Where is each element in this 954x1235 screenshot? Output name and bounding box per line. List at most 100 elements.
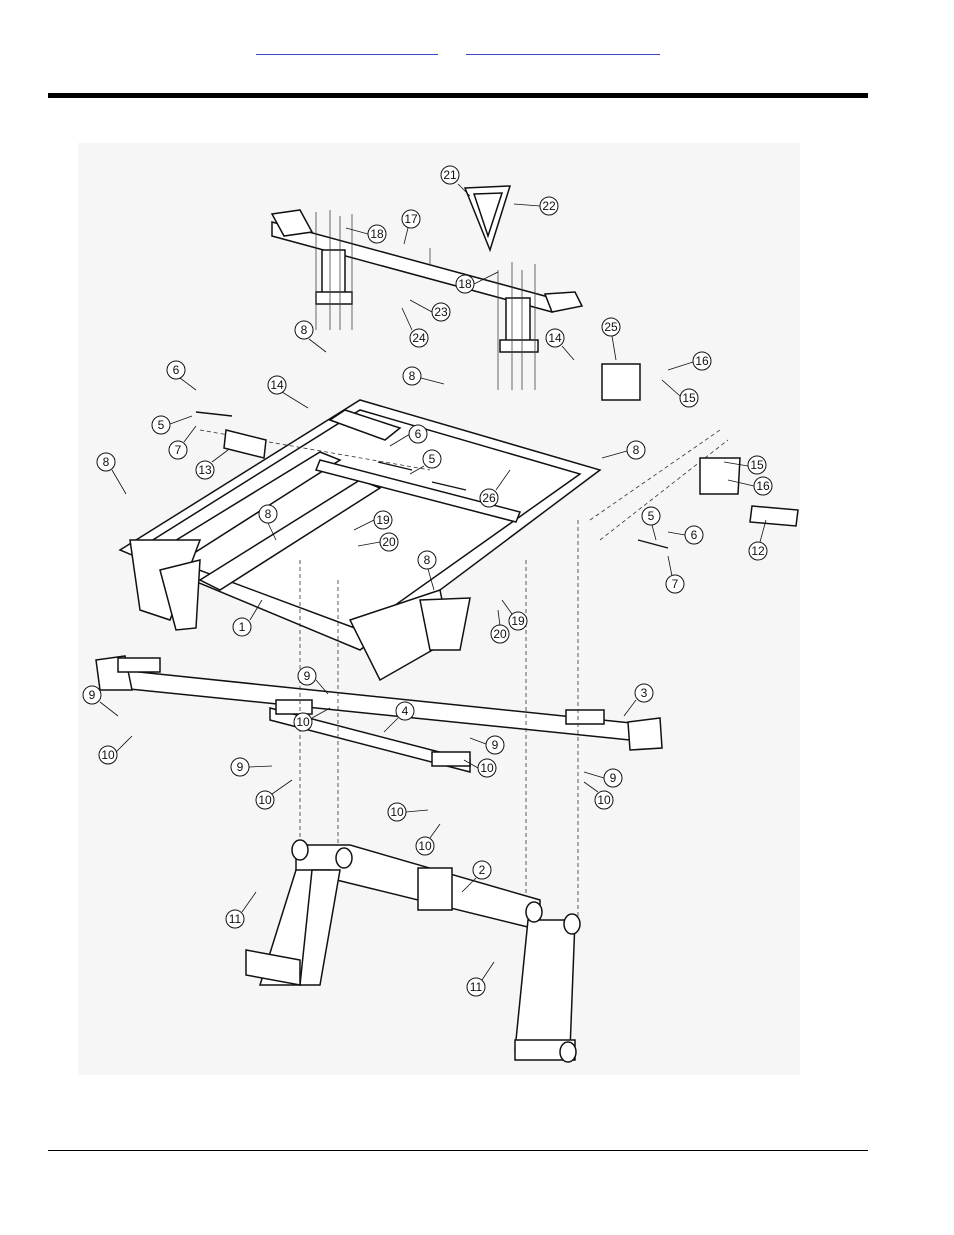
callout-24: 24 <box>401 307 429 348</box>
svg-text:9: 9 <box>304 669 311 683</box>
svg-text:4: 4 <box>402 704 409 718</box>
svg-text:10: 10 <box>418 839 432 853</box>
svg-text:24: 24 <box>412 331 426 345</box>
header-link-1[interactable] <box>256 40 438 55</box>
svg-text:5: 5 <box>648 509 655 523</box>
callout-9e: 9 <box>583 768 623 788</box>
svg-text:14: 14 <box>548 331 562 345</box>
svg-text:19: 19 <box>376 513 390 527</box>
svg-text:2: 2 <box>479 863 486 877</box>
callout-10e: 10 <box>583 781 614 810</box>
callout-15a: 15 <box>661 379 699 408</box>
callout-15b: 15 <box>723 455 767 475</box>
callout-18a: 18 <box>345 224 387 244</box>
svg-text:8: 8 <box>103 455 110 469</box>
callout-11b: 11 <box>466 961 495 997</box>
callout-25: 25 <box>601 317 621 361</box>
svg-text:9: 9 <box>610 771 617 785</box>
callout-9c: 9 <box>469 735 505 755</box>
bottom-rule <box>48 1150 868 1151</box>
svg-text:14: 14 <box>270 378 284 392</box>
callout-8f: 8 <box>417 550 437 591</box>
svg-text:8: 8 <box>424 553 431 567</box>
callout-14a: 14 <box>545 328 575 361</box>
side-brackets <box>195 363 799 549</box>
svg-text:10: 10 <box>597 793 611 807</box>
svg-text:6: 6 <box>415 427 422 441</box>
svg-text:25: 25 <box>604 320 618 334</box>
callout-7a: 7 <box>168 425 197 460</box>
svg-text:8: 8 <box>301 323 308 337</box>
callout-5c: 5 <box>641 506 661 541</box>
callout-21: 21 <box>440 165 471 197</box>
svg-text:5: 5 <box>158 418 165 432</box>
callout-8c: 8 <box>601 440 646 460</box>
callout-8d: 8 <box>96 452 127 495</box>
callout-1: 1 <box>232 599 263 637</box>
callout-19b: 19 <box>501 599 528 631</box>
header-link-2[interactable] <box>466 40 660 55</box>
callout-9f: 10 <box>387 802 429 822</box>
callout-17: 17 <box>401 209 421 245</box>
callout-10d: 10 <box>255 779 293 810</box>
callout-20b: 20 <box>490 609 510 644</box>
svg-text:7: 7 <box>175 443 182 457</box>
callout-19a: 19 <box>353 510 393 531</box>
svg-text:10: 10 <box>390 805 404 819</box>
svg-text:11: 11 <box>229 912 242 926</box>
callout-6a: 6 <box>166 360 197 391</box>
callout-6b: 6 <box>389 424 428 447</box>
top-rule <box>48 93 868 98</box>
svg-text:8: 8 <box>265 507 272 521</box>
callout-10c: 10 <box>463 758 497 778</box>
lower-bars <box>95 655 663 773</box>
callout-16a: 16 <box>667 351 712 371</box>
bolt-marks <box>315 210 536 390</box>
svg-text:9: 9 <box>89 688 96 702</box>
callout-9d: 9 <box>230 757 273 777</box>
callout-13: 13 <box>195 449 229 480</box>
callout-26: 26 <box>479 469 511 508</box>
svg-text:17: 17 <box>404 212 418 226</box>
callout-14b: 14 <box>267 375 309 409</box>
svg-text:15: 15 <box>682 391 696 405</box>
callout-22: 22 <box>513 196 559 216</box>
main-frame-1 <box>118 399 602 682</box>
svg-text:10: 10 <box>480 761 494 775</box>
svg-text:15: 15 <box>750 458 764 472</box>
svg-text:10: 10 <box>101 748 115 762</box>
svg-text:6: 6 <box>173 363 180 377</box>
svg-text:13: 13 <box>198 463 212 477</box>
svg-text:23: 23 <box>434 305 448 319</box>
callout-10b: 10 <box>98 735 133 765</box>
svg-text:10: 10 <box>296 715 310 729</box>
svg-text:18: 18 <box>458 277 472 291</box>
callout-4: 4 <box>383 701 415 733</box>
svg-text:26: 26 <box>482 491 496 505</box>
svg-text:19: 19 <box>511 614 525 628</box>
callout-9a: 9 <box>297 666 329 695</box>
svg-text:9: 9 <box>237 760 244 774</box>
svg-text:22: 22 <box>542 199 556 213</box>
lower-hitch-2 <box>245 839 581 1063</box>
callout-10f: 10 <box>415 823 441 856</box>
svg-text:9: 9 <box>492 738 499 752</box>
callout-6c: 6 <box>667 525 704 545</box>
callout-10a: 10 <box>293 707 331 732</box>
callout-12: 12 <box>748 519 768 561</box>
svg-text:5: 5 <box>429 452 436 466</box>
svg-text:6: 6 <box>691 528 698 542</box>
svg-text:3: 3 <box>641 686 648 700</box>
callout-9b: 9 <box>82 685 119 717</box>
callout-8e: 8 <box>258 504 278 541</box>
callout-8b: 8 <box>402 366 445 386</box>
callout-11a: 11 <box>225 891 257 929</box>
callout-5a: 5 <box>151 415 193 435</box>
svg-text:21: 21 <box>443 168 457 182</box>
svg-text:7: 7 <box>672 577 679 591</box>
svg-text:20: 20 <box>382 535 396 549</box>
callout-18b: 18 <box>455 271 499 294</box>
callout-23: 23 <box>409 299 451 322</box>
